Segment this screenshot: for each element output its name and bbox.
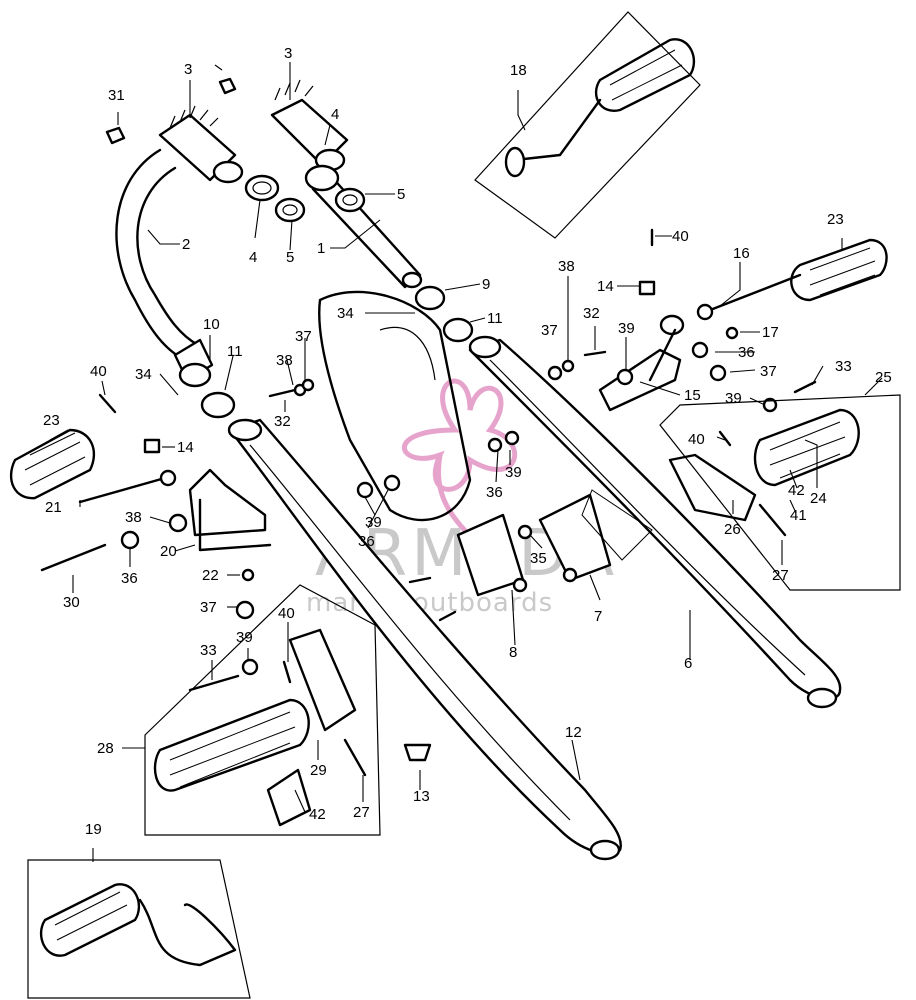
callout-label: 4 [331, 106, 339, 123]
callout-label: 1 [317, 240, 325, 257]
footpeg-bracket-left [188, 468, 272, 552]
callout-label: 39 [618, 320, 635, 337]
callout-label: 17 [762, 324, 779, 341]
callout-label: 36 [121, 570, 138, 587]
callout-label: 27 [353, 804, 370, 821]
callout-label: 11 [487, 310, 503, 327]
callout-label: 25 [875, 369, 892, 386]
callout-label: 37 [295, 328, 312, 345]
callout-label: 3 [284, 45, 292, 62]
callout-label: 19 [85, 821, 102, 838]
callout-label: 37 [760, 363, 777, 380]
callout-label: 21 [45, 499, 62, 516]
callout-label: 13 [413, 788, 430, 805]
leader-lines [49, 62, 883, 862]
callout-label: 37 [200, 599, 217, 616]
cylinder-flange-right [270, 79, 349, 172]
callout-label: 16 [733, 245, 750, 262]
callout-label: 22 [202, 567, 219, 584]
bolt-long-21 [78, 469, 177, 504]
callout-label: 40 [672, 228, 689, 245]
callout-label: 32 [274, 413, 291, 430]
callout-label: 14 [177, 439, 194, 456]
callout-label: 31 [108, 87, 125, 104]
callout-label: 36 [738, 344, 755, 361]
callout-label: 27 [772, 567, 789, 584]
muffler-right [468, 335, 842, 709]
callout-label: 10 [203, 316, 220, 333]
bolt-long-16 [696, 273, 802, 321]
callout-label: 38 [276, 352, 293, 369]
callout-label: 28 [97, 740, 114, 757]
callout-label: 20 [160, 543, 177, 560]
gasket-rings [244, 164, 366, 223]
callout-label: 39 [505, 464, 522, 481]
callout-label: 36 [486, 484, 503, 501]
footpeg-rubber-right-top [790, 238, 888, 302]
callout-label: 34 [135, 366, 152, 383]
footpeg-bracket-right [598, 314, 685, 412]
callout-label: 33 [835, 358, 852, 375]
callout-label: 39 [236, 629, 253, 646]
callout-label: 7 [594, 608, 602, 625]
watermark-tagline: marine outboards [306, 588, 553, 618]
footpeg-assembly-left-lower [153, 628, 357, 827]
callout-label: 5 [397, 186, 405, 203]
callout-label: 23 [827, 211, 844, 228]
callout-label: 37 [541, 322, 558, 339]
callout-label: 41 [790, 507, 807, 524]
callout-label: 36 [358, 533, 375, 550]
callout-label: 40 [688, 431, 705, 448]
callout-label: 26 [724, 521, 741, 538]
callout-label: 38 [558, 258, 575, 275]
callout-label: 34 [337, 305, 354, 322]
callout-label: 33 [200, 642, 217, 659]
stud-30 [40, 543, 107, 572]
callout-label: 40 [278, 605, 295, 622]
callout-label: 3 [184, 61, 192, 78]
callout-label: 35 [530, 550, 547, 567]
callout-label: 40 [90, 363, 107, 380]
footpeg-assembly-18 [504, 38, 696, 178]
callout-label: 24 [810, 490, 827, 507]
callout-label: 18 [510, 62, 527, 79]
callout-label: 15 [684, 387, 701, 404]
callout-label: 14 [597, 278, 614, 295]
group-frames [27, 11, 901, 999]
callout-label: 5 [286, 249, 294, 266]
callout-label: 29 [310, 762, 327, 779]
callout-label: 42 [788, 482, 805, 499]
callout-label: 2 [182, 236, 190, 253]
heat-shield-left [456, 513, 528, 597]
footpeg-assembly-right [668, 408, 860, 522]
callout-label: 42 [309, 806, 326, 823]
footpeg-rubber-left [9, 428, 96, 500]
heat-shield-right [538, 489, 653, 583]
callout-labels: 1 2 3 3 3 4 4 5 5 6 7 8 9 10 11 11 12 13… [43, 45, 892, 838]
callout-label: 39 [725, 390, 742, 407]
cylinder-flange-left [158, 105, 244, 184]
small-hardware [98, 77, 817, 777]
footpeg-assembly-19 [39, 883, 237, 967]
callout-label: 38 [125, 509, 142, 526]
muffler-left [227, 418, 622, 861]
callout-label: 9 [482, 276, 490, 293]
callout-label: 39 [365, 514, 382, 531]
frame-bracket [318, 290, 472, 522]
clamp-rings [178, 285, 474, 419]
callout-label: 12 [565, 724, 582, 741]
callout-label: 8 [509, 644, 517, 661]
callout-label: 32 [583, 305, 600, 322]
callout-label: 11 [227, 343, 243, 360]
exhaust-header-left [115, 148, 214, 382]
callout-label: 6 [684, 655, 692, 672]
callout-label: 4 [249, 249, 257, 266]
callout-label: 23 [43, 412, 60, 429]
callout-label: 30 [63, 594, 80, 611]
